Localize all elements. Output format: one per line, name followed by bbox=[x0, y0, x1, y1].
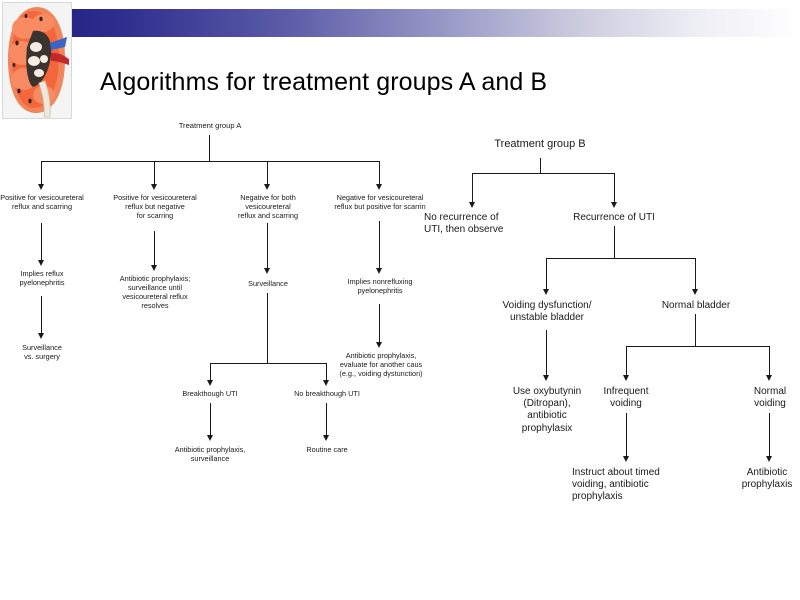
kidney-cross-section-image bbox=[2, 2, 72, 119]
node-b-no-recurrence: No recurrence of UTI, then observe bbox=[424, 212, 504, 236]
connector-a3-left-step bbox=[210, 403, 211, 436]
connector-b-inf-step bbox=[626, 413, 627, 457]
arrow-b-left bbox=[469, 202, 475, 208]
connector-a-drop-3 bbox=[267, 161, 268, 185]
connector-a2-s1 bbox=[154, 231, 155, 266]
page-title: Algorithms for treatment groups A and B bbox=[100, 68, 548, 96]
connector-a-drop-1 bbox=[41, 161, 42, 185]
node-b-voiding-dysfunction: Voiding dysfunction/ unstable bladder bbox=[502, 300, 592, 324]
arrow-b-nb bbox=[692, 289, 698, 295]
connector-b-nb-drop bbox=[695, 258, 696, 290]
arrow-a-drop-3 bbox=[264, 184, 270, 190]
connector-b-root-bus bbox=[472, 173, 614, 174]
arrow-a3-right-step bbox=[323, 435, 329, 441]
connector-b-nv-step bbox=[769, 413, 770, 457]
arrow-a4-s2 bbox=[376, 342, 382, 348]
connector-a-drop-4 bbox=[379, 161, 380, 185]
node-b-root: Treatment group B bbox=[494, 138, 586, 150]
node-a-branch-1-condition: Positive for vesicoureteral reflux and s… bbox=[0, 193, 84, 211]
arrow-b-vd bbox=[543, 289, 549, 295]
node-b-voiding-dysfunction-action: Use oxybutynin (Ditropan), antibiotic pr… bbox=[512, 386, 582, 434]
connector-b-recurrence-bus bbox=[546, 258, 695, 259]
node-b-normal-voiding-action: Antibiotic prophylaxis bbox=[741, 467, 793, 491]
connector-b-inf-drop bbox=[626, 346, 627, 376]
connector-a3-split-bus bbox=[210, 363, 326, 364]
node-a-branch-1-step2: Surveillance vs. surgery bbox=[22, 343, 62, 361]
connector-b-vd-drop bbox=[546, 258, 547, 290]
node-a-branch-4-step1: Implies nonrefluxing pyelonephritis bbox=[347, 277, 413, 295]
node-a-no-breakthrough-uti: No breakthough UTI bbox=[294, 389, 360, 398]
connector-b-nb-stem bbox=[695, 314, 696, 346]
arrow-b-nv-step bbox=[766, 456, 772, 462]
connector-b-vd-step bbox=[546, 330, 547, 376]
node-a-branch-1-step1: Implies reflux pyelonephritis bbox=[19, 269, 65, 287]
connector-a1-s1 bbox=[41, 223, 42, 261]
flowchart-treatment-group-b: Treatment group B No recurrence of UTI, … bbox=[420, 130, 800, 570]
connector-b-left-drop bbox=[472, 173, 473, 203]
arrow-a-drop-4 bbox=[376, 184, 382, 190]
arrow-a3-left-step bbox=[207, 435, 213, 441]
arrow-a-drop-1 bbox=[38, 184, 44, 190]
node-a-branch-4-condition: Negative for vesicoureteral reflux but p… bbox=[334, 194, 426, 211]
node-b-infrequent-voiding: Infrequent voiding bbox=[603, 386, 649, 410]
arrow-a3-s1 bbox=[264, 268, 270, 274]
connector-a3-split-stem bbox=[267, 293, 268, 363]
node-a-breakthrough-uti: Breakthough UTI bbox=[182, 389, 238, 398]
connector-a3-right-step bbox=[326, 403, 327, 436]
node-b-normal-voiding: Normal voiding bbox=[753, 386, 787, 410]
node-a-branch-4-step2: Antibiotic prophylaxis, evaluate for ano… bbox=[339, 352, 423, 378]
connector-b-recurrence-stem bbox=[614, 226, 615, 258]
connector-a1-s2 bbox=[41, 296, 42, 334]
node-a-branch-3-condition: Negative for both vesicoureteral reflux … bbox=[237, 193, 299, 220]
arrow-a3-right bbox=[323, 380, 329, 386]
connector-a-drop-2 bbox=[154, 161, 155, 185]
arrow-b-inf-step bbox=[623, 456, 629, 462]
node-a-root: Treatment group A bbox=[178, 121, 242, 130]
connector-b-nb-bus bbox=[626, 346, 769, 347]
arrow-b-right bbox=[611, 202, 617, 208]
arrow-a1-s2 bbox=[38, 333, 44, 339]
arrow-b-vd-step bbox=[543, 375, 549, 381]
title-gradient-band bbox=[68, 9, 800, 37]
connector-b-nv-drop bbox=[769, 346, 770, 376]
node-a-branch-2-step1: Antibiotic prophylaxis; surveillance unt… bbox=[119, 274, 191, 310]
arrow-b-inf bbox=[623, 375, 629, 381]
arrow-b-nv bbox=[766, 375, 772, 381]
connector-a4-s1 bbox=[379, 221, 380, 269]
node-b-normal-bladder: Normal bladder bbox=[661, 300, 731, 311]
connector-a-root-stem bbox=[209, 135, 210, 161]
arrow-a2-s1 bbox=[151, 265, 157, 271]
node-b-recurrence: Recurrence of UTI bbox=[573, 212, 655, 223]
connector-a-root-bus bbox=[41, 161, 379, 162]
node-a-no-breakthrough-uti-result: Routine care bbox=[306, 445, 348, 454]
connector-a3-left-drop bbox=[210, 363, 211, 381]
arrow-a4-s1 bbox=[376, 268, 382, 274]
node-a-breakthrough-uti-result: Antibiotic prophylaxis, surveillance bbox=[174, 445, 246, 463]
arrow-a3-left bbox=[207, 380, 213, 386]
connector-a4-s2 bbox=[379, 304, 380, 343]
connector-a3-right-drop bbox=[326, 363, 327, 381]
connector-a3-s1 bbox=[267, 223, 268, 269]
node-a-branch-2-condition: Positive for vesicoureteral reflux but n… bbox=[113, 193, 197, 220]
node-a-branch-3-step1: Surveillance bbox=[248, 279, 288, 288]
flowchart-treatment-group-a: Treatment group A Positive for vesicoure… bbox=[0, 118, 450, 598]
connector-b-root-stem bbox=[540, 158, 541, 173]
node-b-infrequent-voiding-action: Instruct about timed voiding, antibiotic… bbox=[572, 467, 660, 503]
connector-b-right-drop bbox=[614, 173, 615, 203]
arrow-a-drop-2 bbox=[151, 184, 157, 190]
arrow-a1-s1 bbox=[38, 260, 44, 266]
